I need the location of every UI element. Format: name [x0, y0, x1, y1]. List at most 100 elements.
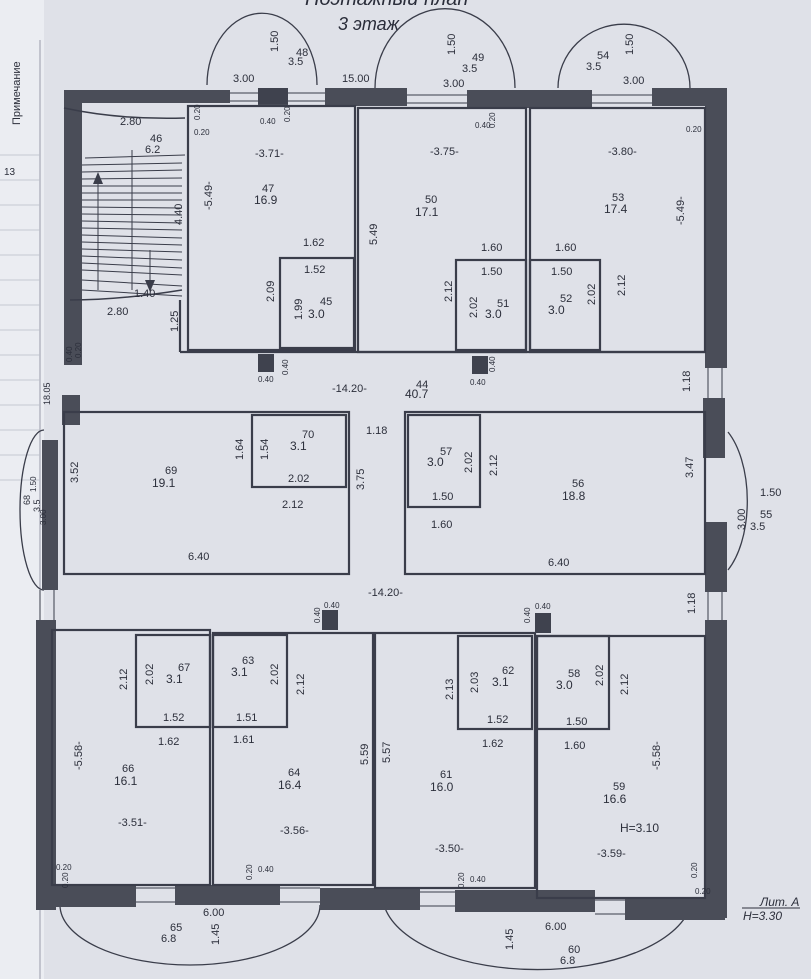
svg-text:6.00: 6.00 [545, 921, 566, 933]
svg-text:3.5: 3.5 [462, 63, 477, 75]
wall-bottom-4 [455, 890, 595, 912]
svg-text:1.51: 1.51 [236, 712, 257, 724]
svg-text:6.40: 6.40 [188, 551, 209, 563]
svg-text:19.1: 19.1 [152, 476, 176, 490]
stair-up-arrow-icon [93, 172, 103, 184]
room-52: 523.0 [548, 293, 572, 317]
room-55: 553.5 [750, 509, 772, 533]
svg-text:-5.49-: -5.49- [675, 196, 687, 225]
svg-text:3.5: 3.5 [750, 521, 765, 533]
svg-text:1.50: 1.50 [432, 491, 453, 503]
svg-text:1.62: 1.62 [303, 237, 324, 249]
svg-text:0.20: 0.20 [695, 887, 711, 896]
partitions [50, 104, 707, 900]
svg-text:56: 56 [572, 478, 584, 490]
svg-text:63: 63 [242, 655, 254, 667]
dimension-labels: 1.50 3.00 15.00 1.50 3.00 1.50 3.00 2.80… [29, 31, 781, 950]
svg-text:16.4: 16.4 [278, 778, 302, 792]
balconies [19, 8, 748, 971]
svg-text:70: 70 [302, 429, 314, 441]
svg-text:69: 69 [165, 465, 177, 477]
svg-text:3.0: 3.0 [556, 678, 573, 692]
side-note: Примечание [11, 61, 23, 125]
svg-text:51: 51 [497, 298, 509, 310]
svg-text:3.5: 3.5 [288, 56, 303, 68]
balcony-48 [206, 12, 318, 86]
svg-text:54: 54 [597, 50, 609, 62]
svg-text:0.40: 0.40 [475, 121, 491, 130]
room-51-outline [454, 258, 528, 352]
svg-text:3.0: 3.0 [548, 303, 565, 317]
wall-right-4 [705, 620, 727, 918]
room-67-outline [134, 633, 212, 729]
svg-text:1.60: 1.60 [555, 242, 576, 254]
room-48: 483.5 [288, 47, 308, 68]
room-45: 453.0 [308, 296, 332, 321]
svg-text:1.60: 1.60 [431, 519, 452, 531]
svg-text:6.40: 6.40 [548, 557, 569, 569]
svg-text:1.50: 1.50 [269, 31, 281, 52]
floor-label: 3 этаж [338, 14, 400, 34]
svg-text:2.12: 2.12 [282, 499, 303, 511]
svg-text:17.1: 17.1 [415, 205, 439, 219]
svg-text:1.52: 1.52 [304, 264, 325, 276]
svg-text:-5.58-: -5.58- [651, 741, 663, 770]
svg-text:0.40: 0.40 [258, 375, 274, 384]
svg-text:6.2: 6.2 [145, 144, 160, 156]
room-57-outline [406, 413, 482, 509]
svg-text:0.40: 0.40 [523, 607, 532, 623]
svg-text:40.7: 40.7 [405, 387, 429, 401]
svg-text:-3.56-: -3.56- [280, 825, 309, 837]
wall-right-1 [705, 88, 727, 368]
svg-text:3.75: 3.75 [355, 469, 367, 490]
svg-text:16.9: 16.9 [254, 193, 278, 207]
svg-text:68: 68 [22, 495, 32, 505]
ceiling-height-note: H=3.10 [620, 821, 659, 835]
room-65: 656.8 [161, 922, 182, 945]
room-58: 583.0 [556, 668, 580, 692]
balcony-68 [19, 429, 45, 591]
svg-text:2.12: 2.12 [118, 669, 130, 690]
svg-text:17.4: 17.4 [604, 202, 628, 216]
svg-text:0.20: 0.20 [690, 862, 699, 878]
room-45-outline [278, 256, 356, 350]
balcony-49 [374, 8, 516, 89]
svg-text:2.12: 2.12 [616, 275, 628, 296]
svg-text:1.40: 1.40 [134, 288, 155, 300]
room-69-outline [62, 410, 351, 576]
wall-left-2 [62, 395, 80, 425]
svg-text:-3.75-: -3.75- [430, 146, 459, 158]
svg-text:16.6: 16.6 [603, 792, 627, 806]
svg-text:2.12: 2.12 [295, 674, 307, 695]
svg-text:2.02: 2.02 [586, 284, 598, 305]
svg-text:1.50: 1.50 [624, 34, 636, 55]
room-64-outline [211, 631, 375, 887]
svg-text:61: 61 [440, 769, 452, 781]
svg-text:0.20: 0.20 [457, 872, 466, 888]
room-59-outline [535, 634, 707, 900]
svg-text:2.80: 2.80 [107, 306, 128, 318]
staircase [81, 150, 186, 297]
svg-text:1.54: 1.54 [259, 439, 271, 460]
svg-text:2.12: 2.12 [443, 281, 455, 302]
svg-text:2.02: 2.02 [468, 297, 480, 318]
svg-text:-5.58-: -5.58- [73, 741, 85, 770]
svg-text:3.0: 3.0 [485, 307, 502, 321]
svg-text:1.25: 1.25 [169, 311, 181, 332]
room-62: 623.1 [492, 665, 514, 689]
balcony-65 [59, 904, 321, 966]
svg-text:3.52: 3.52 [69, 462, 81, 483]
lit-label: Лит. А [759, 895, 799, 909]
side-table-grid [0, 154, 40, 481]
svg-text:64: 64 [288, 767, 300, 779]
svg-text:16.0: 16.0 [430, 780, 454, 794]
svg-text:1.52: 1.52 [487, 714, 508, 726]
svg-text:0.40: 0.40 [470, 875, 486, 884]
